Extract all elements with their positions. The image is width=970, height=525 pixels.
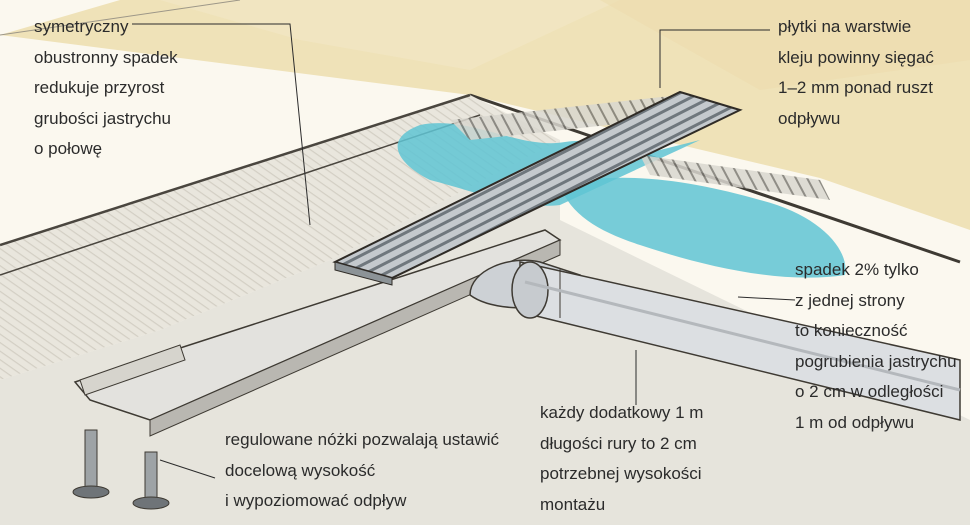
callout-line: i wypoziomować odpływ (225, 491, 407, 510)
callout-line: 1 m od odpływu (795, 412, 915, 432)
callout-line: o 2 cm w odległości (795, 382, 944, 401)
callout-line: płytki na warstwie (778, 17, 912, 36)
callout-line: pogrubienia jastrychu (795, 351, 957, 371)
callout-line: kleju powinny sięgać (778, 47, 934, 67)
callout-line: z jednej strony (795, 290, 905, 310)
tile-layer (0, 0, 970, 264)
adjustable-legs (72, 429, 170, 510)
callout-adjustable-legs: regulowane nóżki pozwalają ustawić docel… (225, 425, 499, 517)
linear-drain-channel (73, 229, 562, 437)
drain-grate (332, 90, 743, 286)
callout-line: spadek 2% tylko (795, 260, 919, 279)
callout-line: docelową wysokość (225, 460, 376, 480)
callout-line: grubości jastrychu (34, 108, 172, 128)
callout-line: to konieczność (795, 321, 908, 340)
callout-line: redukuje przyrost (34, 78, 165, 97)
callout-line: montażu (540, 494, 606, 514)
callout-line: 1–2 mm ponad ruszt (778, 78, 933, 97)
callout-line: symetryczny (34, 17, 129, 36)
callout-pipe-length: każdy dodatkowy 1 m długości rury to 2 c… (540, 398, 703, 520)
callout-line: każdy dodatkowy 1 m (540, 403, 704, 422)
callout-symmetric-slope: symetryczny obustronny spadek redukuje p… (34, 12, 178, 165)
callout-line: potrzebnej wysokości (540, 464, 702, 483)
leader-lines (132, 23, 796, 479)
drain-pipe (469, 259, 961, 421)
callout-line: regulowane nóżki pozwalają ustawić (225, 430, 500, 449)
callout-line: odpływu (778, 108, 841, 128)
callout-tiles-on-adhesive: płytki na warstwie kleju powinny sięgać … (778, 12, 934, 134)
callout-one-sided-slope: spadek 2% tylko z jednej strony to konie… (795, 255, 957, 438)
callout-line: obustronny spadek (34, 47, 178, 67)
callout-line: długości rury to 2 cm (540, 433, 697, 453)
callout-line: o połowę (34, 139, 103, 158)
